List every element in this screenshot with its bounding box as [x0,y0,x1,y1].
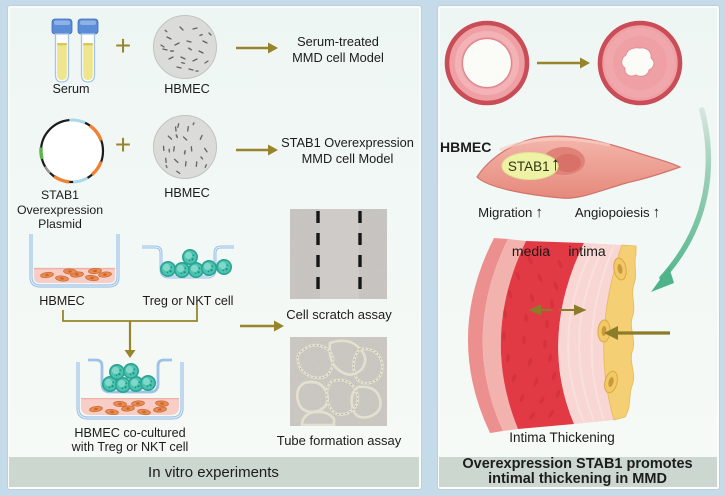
angiopoiesis-up-arrow: ↑ [652,204,660,221]
plasmid-label-line2: Plasmid [38,217,82,231]
hbmec-label-row2: HBMEC [164,186,210,200]
arrow-row2-icon [236,144,278,156]
treg-transwell-icon [142,245,234,279]
hbmec-dish-label: HBMEC [39,294,85,308]
migration-callout: Migration ↑ [462,204,558,221]
media-label: media [511,243,551,259]
tube-formation-assay-image [290,337,387,426]
angiopoiesis-callout: Angiopoiesis ↑ [566,204,668,221]
hbmec-culture-dish-icon [29,234,120,288]
scratch-assay-label: Cell scratch assay [286,307,392,322]
serum-label: Serum [52,82,90,96]
plasmid-icon [39,118,105,184]
conclusion-line1: Overexpression STAB1 promotes [462,456,693,472]
curved-teal-arrow-icon [651,107,712,292]
intima-thickening-label: Intima Thickening [509,430,615,445]
stab1-label: STAB1 [507,158,550,174]
cell-scratch-assay-image [290,209,387,299]
result-row1-line2: MMD cell Model [292,49,384,65]
arrow-row1-icon [236,42,278,54]
plasmid-label-line1: STAB1 Overexpression [16,188,104,217]
hbmec-right-label: HBMEC [440,139,492,155]
result-row1-line1: Serum-treated [297,34,379,49]
hbmec-dish-icon-row2 [152,115,217,180]
angiopoiesis-label: Angiopoiesis [574,205,650,220]
stab1-callout: STAB1 ↑ [499,154,569,177]
result-row1-text: Serum-treated MMD cell Model [277,34,399,65]
coculture-label: HBMEC co-cultured with Treg or NKT cell [58,426,202,455]
coculture-label-line1: HBMEC co-cultured [74,426,186,440]
migration-up-arrow: ↑ [535,204,542,221]
in-vitro-footer-text: In vitro experiments [148,463,279,481]
result-row2-line2: MMD cell Model [301,150,394,166]
arrow-to-assays-icon [240,320,284,332]
plus-icon-row1: + [114,30,132,61]
coculture-dish-icon [76,358,184,420]
plus-icon-row2: + [114,129,132,160]
endothelial-cell-icon [476,135,682,199]
migration-label: Migration [478,205,533,220]
tube-assay-label: Tube formation assay [276,433,402,448]
result-row2-line1: STAB1 Overexpression [281,135,414,150]
coculture-label-line2: with Treg or NKT cell [71,439,189,454]
conclusion-line2: intimal thickening in MMD [488,471,667,487]
serum-tubes-icon [51,18,99,83]
plasmid-label: STAB1 Overexpression Plasmid [0,188,120,232]
vessel-rings-icon [444,20,683,106]
hbmec-dish-icon-row1 [153,15,217,79]
bracket-connector-icon [62,305,198,358]
arrow-into-wall-icon [604,326,670,340]
intima-label: intima [568,243,606,259]
treg-dish-label: Treg or NKT cell [142,294,234,308]
result-row2-text: STAB1 Overexpression MMD cell Model [280,135,415,166]
stab1-up-arrow: ↑ [550,154,561,175]
in-vitro-footer-band: In vitro experiments [8,457,419,487]
hbmec-label-row1: HBMEC [164,82,210,96]
conclusion-footer-band: Overexpression STAB1 promotes intimal th… [438,456,717,487]
